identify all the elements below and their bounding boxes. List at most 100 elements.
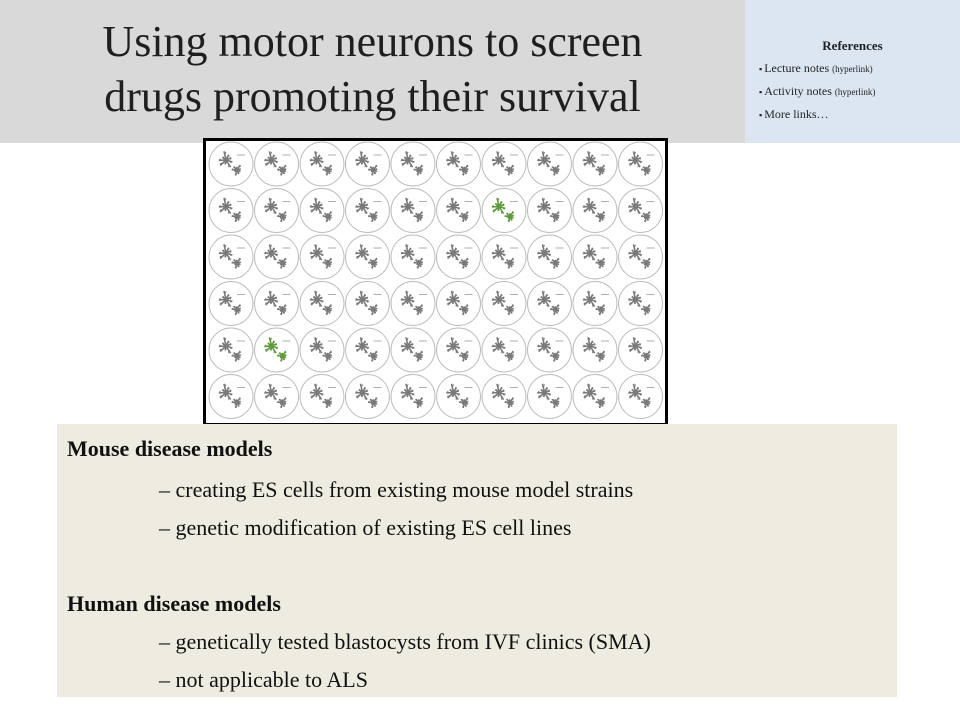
bullet-icon: ▪ — [759, 64, 763, 74]
neuron-icon — [491, 290, 506, 308]
neuron-icon — [641, 164, 651, 176]
neuron-icon — [537, 290, 552, 308]
plate-well — [299, 141, 345, 187]
well-plate — [208, 141, 663, 419]
human-models-line: – not applicable to ALS — [159, 667, 368, 692]
neuron-icon — [264, 151, 279, 168]
neuron-icon — [550, 211, 560, 223]
neuron-icon — [504, 350, 515, 362]
plate-well — [299, 281, 345, 326]
neuron-icon — [218, 197, 233, 215]
plate-well — [527, 234, 572, 280]
neuron-icon — [368, 304, 378, 316]
well-plate-image — [203, 138, 668, 426]
neuron-icon — [400, 244, 415, 261]
neuron-icon — [537, 197, 552, 215]
neuron-icon — [550, 304, 560, 316]
neuron-icon — [446, 383, 461, 401]
neuron-icon — [459, 397, 469, 409]
neuron-icon — [582, 383, 597, 401]
reference-label[interactable]: More links… — [764, 107, 829, 121]
neuron-icon — [582, 337, 597, 354]
reference-label[interactable]: Activity notes — [764, 84, 835, 98]
neuron-icon — [218, 244, 233, 261]
neuron-icon — [264, 337, 279, 354]
plate-well — [390, 234, 436, 280]
plate-well — [572, 327, 618, 373]
neuron-icon — [641, 350, 651, 362]
neuron-icon — [582, 290, 597, 308]
neuron-icon — [628, 197, 643, 215]
neuron-icon — [446, 290, 461, 308]
neuron-icon — [504, 211, 515, 223]
plate-well — [436, 188, 481, 233]
title-line-1: Using motor neurons to screen — [102, 17, 643, 66]
reference-note[interactable]: (hyperlink) — [834, 87, 876, 97]
plate-well — [254, 188, 299, 233]
neuron-icon — [446, 197, 461, 215]
neuron-icon — [277, 257, 287, 269]
neuron-icon — [641, 397, 651, 409]
plate-well — [254, 327, 299, 373]
plate-well — [618, 327, 663, 373]
neuron-icon — [355, 290, 370, 308]
neuron-icon — [277, 304, 287, 316]
neuron-icon — [491, 151, 506, 168]
neuron-icon — [355, 197, 370, 215]
neuron-icon — [368, 350, 378, 362]
neuron-icon — [491, 197, 506, 215]
neuron-icon — [582, 244, 597, 261]
plate-well — [527, 327, 572, 373]
neuron-icon — [322, 211, 333, 223]
neuron-icon — [550, 257, 560, 269]
neuron-icon — [504, 397, 515, 409]
reference-activity-notes[interactable]: ▪Activity notes (hyperlink) — [759, 84, 960, 99]
neuron-icon — [491, 383, 506, 401]
neuron-icon — [595, 257, 606, 269]
plate-well — [572, 234, 618, 280]
plate-well — [208, 234, 254, 280]
neuron-icon — [582, 151, 597, 168]
neuron-icon — [277, 397, 287, 409]
neuron-icon — [413, 211, 424, 223]
neuron-icon — [277, 211, 287, 223]
neuron-icon — [264, 197, 279, 215]
neuron-icon — [322, 304, 333, 316]
neuron-icon — [309, 290, 324, 308]
plate-well — [481, 141, 527, 187]
reference-more-links[interactable]: ▪More links… — [759, 107, 960, 122]
neuron-icon — [537, 337, 552, 354]
neuron-icon — [537, 151, 552, 168]
neuron-icon — [264, 383, 279, 401]
plate-well — [299, 374, 345, 419]
neuron-icon — [504, 257, 515, 269]
neuron-icon — [459, 164, 469, 176]
human-models-line: – genetically tested blastocysts from IV… — [159, 629, 651, 654]
plate-well — [436, 281, 481, 326]
neuron-icon — [277, 164, 287, 176]
neuron-icon — [231, 257, 242, 269]
neuron-icon — [628, 290, 643, 308]
bullet-icon: ▪ — [759, 110, 763, 120]
plate-well — [527, 188, 572, 233]
neuron-icon — [368, 211, 378, 223]
plate-well — [481, 234, 527, 280]
neuron-icon — [628, 337, 643, 354]
neuron-icon — [368, 164, 378, 176]
plate-well — [618, 188, 663, 233]
neuron-icon — [400, 290, 415, 308]
plate-well — [572, 141, 618, 187]
neuron-icon — [322, 257, 333, 269]
neuron-icon — [550, 164, 560, 176]
neuron-icon — [264, 290, 279, 308]
plate-well — [618, 281, 663, 326]
reference-note[interactable]: (hyperlink) — [832, 64, 873, 74]
reference-label[interactable]: Lecture notes — [764, 61, 833, 75]
plate-well — [572, 374, 618, 419]
reference-lecture-notes[interactable]: ▪Lecture notes (hyperlink) — [759, 61, 960, 76]
neuron-icon — [309, 337, 324, 354]
neuron-icon — [413, 257, 424, 269]
neuron-icon — [446, 337, 461, 354]
plate-well — [390, 188, 436, 233]
neuron-icon — [459, 211, 469, 223]
